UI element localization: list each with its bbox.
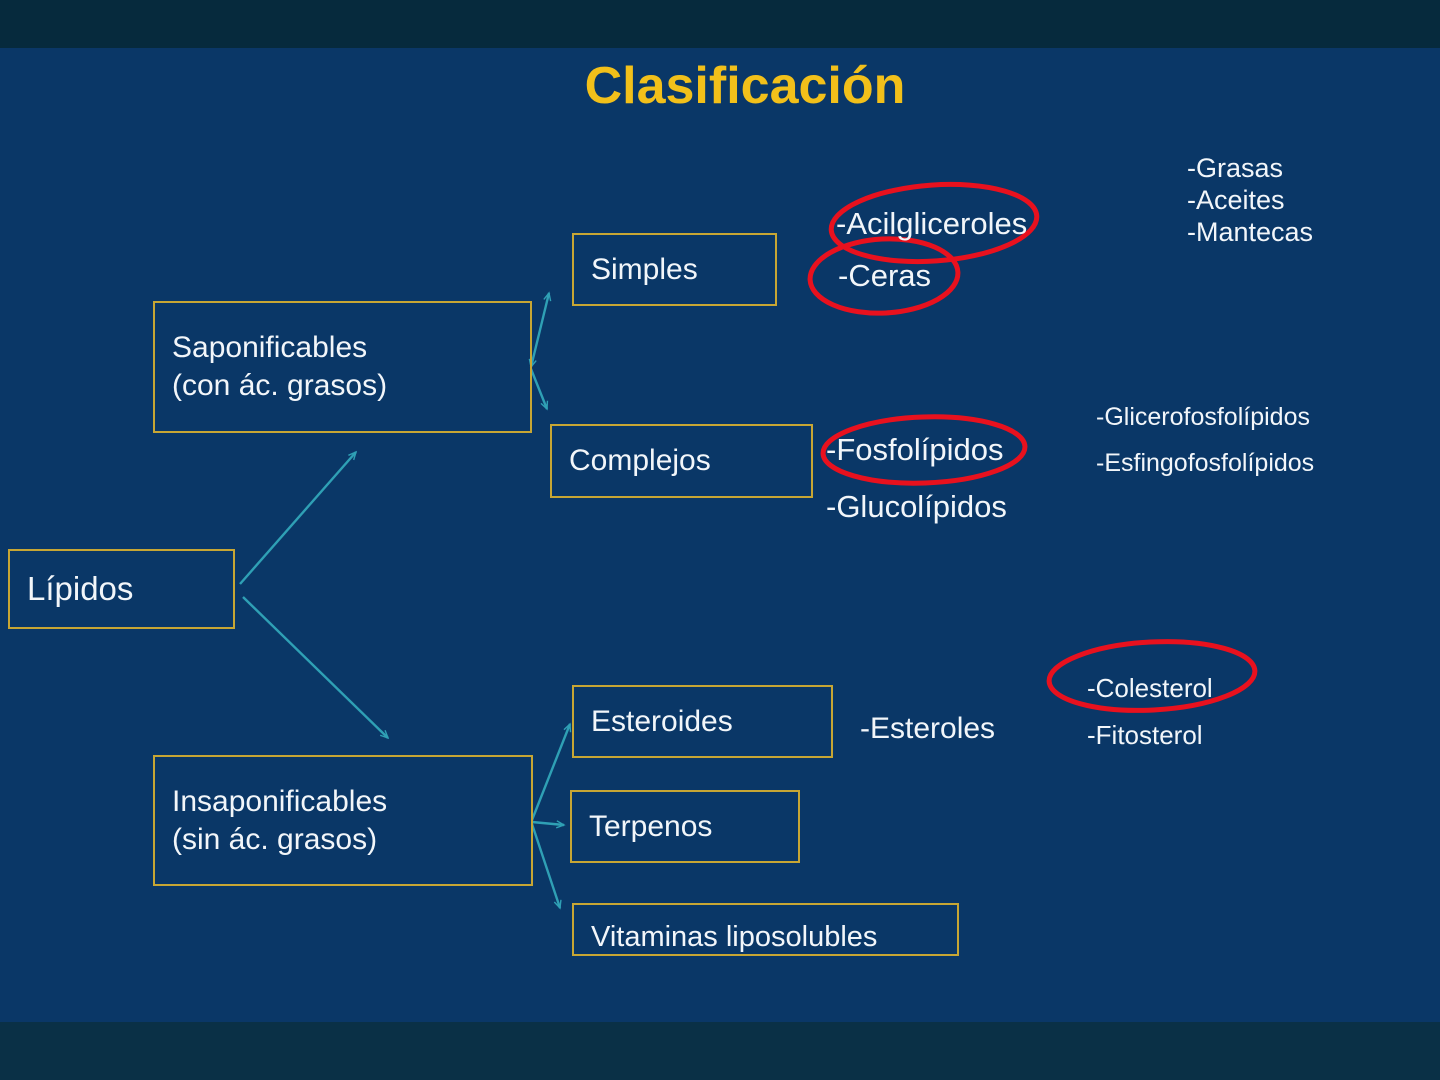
- label-glucolipidos: -Glucolípidos: [826, 489, 1007, 524]
- label-fosfolipidos: -Fosfolípidos: [826, 432, 1004, 467]
- highlight-ellipse-ceras: [807, 236, 961, 316]
- node-vitaminas-label: Vitaminas liposolubles: [591, 921, 878, 953]
- node-insaponificables-line2: (sin ác. grasos): [172, 822, 378, 856]
- label-acilgliceroles: -Acilgliceroles: [836, 206, 1028, 241]
- arrow-insaponificables-terpenos: [531, 820, 566, 829]
- node-complejos: Complejos: [550, 424, 813, 498]
- arrow-insaponificables-vitaminas: [530, 823, 562, 910]
- label-grasas: -Grasas: [1187, 153, 1284, 183]
- node-esteroides: Esteroides: [572, 685, 833, 758]
- node-lipidos-label: Lípidos: [27, 570, 134, 607]
- node-simples: Simples: [572, 233, 777, 306]
- top-bar: [0, 0, 1440, 48]
- arrow-insaponificables-esteroides: [530, 722, 572, 821]
- node-saponificables-line1: Saponificables: [172, 331, 368, 364]
- node-lipidos: Lípidos: [8, 549, 235, 629]
- page-title: Clasificación: [584, 57, 906, 115]
- label-ceras: -Ceras: [838, 258, 932, 293]
- label-fitosterol: -Fitosterol: [1087, 720, 1203, 750]
- node-saponificables: Saponificables (con ác. grasos): [153, 301, 532, 433]
- bottom-bar: [0, 1022, 1440, 1080]
- node-esteroides-label: Esteroides: [591, 704, 733, 738]
- node-complejos-label: Complejos: [569, 444, 711, 477]
- arrow-lipidos-saponificables: [239, 450, 358, 585]
- label-aceites: -Aceites: [1187, 185, 1285, 215]
- label-esfingofosfolipidos: -Esfingofosfolípidos: [1096, 449, 1315, 477]
- node-terpenos: Terpenos: [570, 790, 800, 863]
- arrow-lipidos-insaponificables: [242, 596, 390, 740]
- label-glicerofosfolipidos: -Glicerofosfolípidos: [1096, 403, 1310, 431]
- node-terpenos-label: Terpenos: [589, 809, 713, 843]
- label-mantecas: -Mantecas: [1187, 217, 1314, 247]
- highlight-ellipse-fosfolipidos: [820, 414, 1028, 486]
- node-saponificables-line2: (con ác. grasos): [172, 369, 388, 402]
- node-insaponificables-line1: Insaponificables: [172, 784, 388, 818]
- arrow-saponificables-complejos: [529, 368, 549, 411]
- node-vitaminas: Vitaminas liposolubles: [572, 903, 959, 956]
- label-grasas-group: -Grasas -Aceites -Mantecas: [1187, 152, 1313, 248]
- arrow-saponificables-simples: [528, 291, 552, 369]
- highlight-ellipse-colesterol: [1046, 639, 1258, 713]
- highlight-ellipse-acilgliceroles: [828, 181, 1040, 265]
- label-esteroles: -Esteroles: [860, 712, 996, 745]
- node-simples-label: Simples: [591, 252, 698, 286]
- node-insaponificables: Insaponificables (sin ác. grasos): [153, 755, 533, 886]
- label-colesterol: -Colesterol: [1087, 673, 1213, 703]
